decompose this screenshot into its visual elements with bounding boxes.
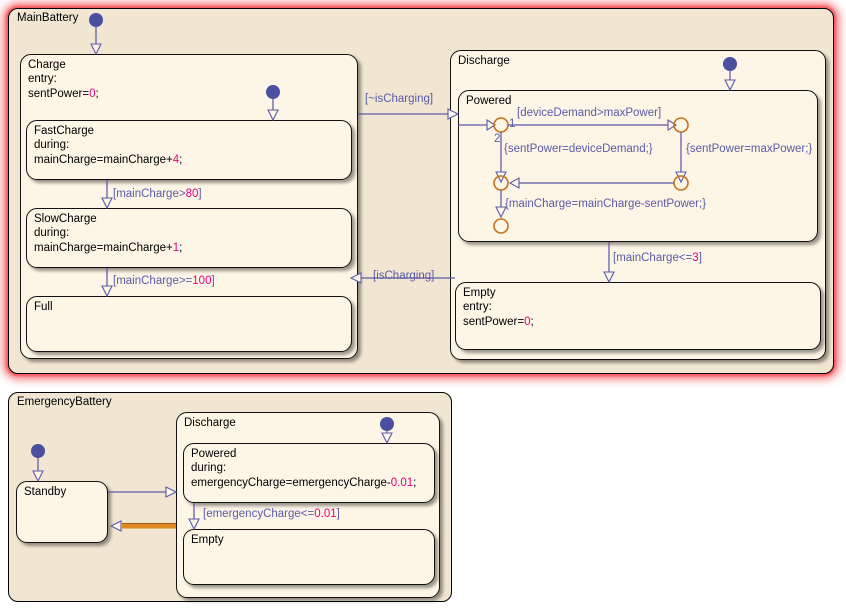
state-name-slowcharge: SlowCharge <box>34 213 97 225</box>
label-junction-order-1: 1 <box>509 118 516 130</box>
state-name-empty-main: Empty <box>463 287 496 299</box>
state-name-discharge-emergency: Discharge <box>184 417 236 429</box>
state-body-empty-main: entry: sentPower=0; <box>463 301 534 328</box>
state-full[interactable]: Full <box>26 296 352 352</box>
state-name-powered-emergency: Powered <box>191 448 237 460</box>
label-charge-to-discharge: [~isCharging] <box>365 93 434 105</box>
state-name-standby: Standby <box>24 486 67 498</box>
state-slowcharge[interactable]: SlowCharge during: mainCharge=mainCharge… <box>26 208 352 268</box>
state-body-slowcharge: during: mainCharge=mainCharge+1; <box>34 227 183 254</box>
state-body-fastcharge: during: mainCharge=mainCharge+4; <box>34 139 183 166</box>
label-junction-order-2: 2 <box>494 133 501 145</box>
state-empty-main[interactable]: Empty entry: sentPower=0; <box>455 282 821 350</box>
label-junction-act-sentpower-devicedemand: {sentPower=deviceDemand;} <box>504 143 653 155</box>
label-junction-act-sentpower-maxpower: {sentPower=maxPower;} <box>686 143 813 155</box>
label-slowcharge-to-full: [mainCharge>=100] <box>113 275 215 287</box>
state-body-charge: entry: sentPower=0; <box>28 73 99 100</box>
state-name-charge: Charge <box>28 59 66 71</box>
label-discharge-to-charge: [isCharging] <box>373 270 435 282</box>
state-name-fastcharge: FastCharge <box>34 125 95 137</box>
state-name-full: Full <box>34 301 53 313</box>
label-powered-to-empty-emergency: [emergencyCharge<=0.01] <box>203 508 340 520</box>
label-fastcharge-to-slowcharge: [mainCharge>80] <box>113 188 202 200</box>
label-junction-act-maincharge: {mainCharge=mainCharge-sentPower;} <box>505 198 707 210</box>
label-junction-cond-devicedemand: [deviceDemand>maxPower] <box>517 107 662 119</box>
chart-label-mainbattery: MainBattery <box>17 12 79 24</box>
state-powered-emergency[interactable]: Powered during: emergencyCharge=emergenc… <box>183 443 435 503</box>
state-name-empty-emergency: Empty <box>191 534 224 546</box>
state-name-powered-main: Powered <box>466 95 512 107</box>
chart-label-emergencybattery: EmergencyBattery <box>17 396 112 408</box>
state-empty-emergency[interactable]: Empty <box>183 529 435 585</box>
state-fastcharge[interactable]: FastCharge during: mainCharge=mainCharge… <box>26 120 352 180</box>
state-body-powered-emergency: during: emergencyCharge=emergencyCharge-… <box>191 462 417 489</box>
state-standby[interactable]: Standby <box>16 481 108 543</box>
state-name-discharge-main: Discharge <box>458 55 510 67</box>
label-powered-to-empty-main: [mainCharge<=3] <box>613 252 702 264</box>
state-powered-main[interactable]: Powered <box>458 90 818 242</box>
